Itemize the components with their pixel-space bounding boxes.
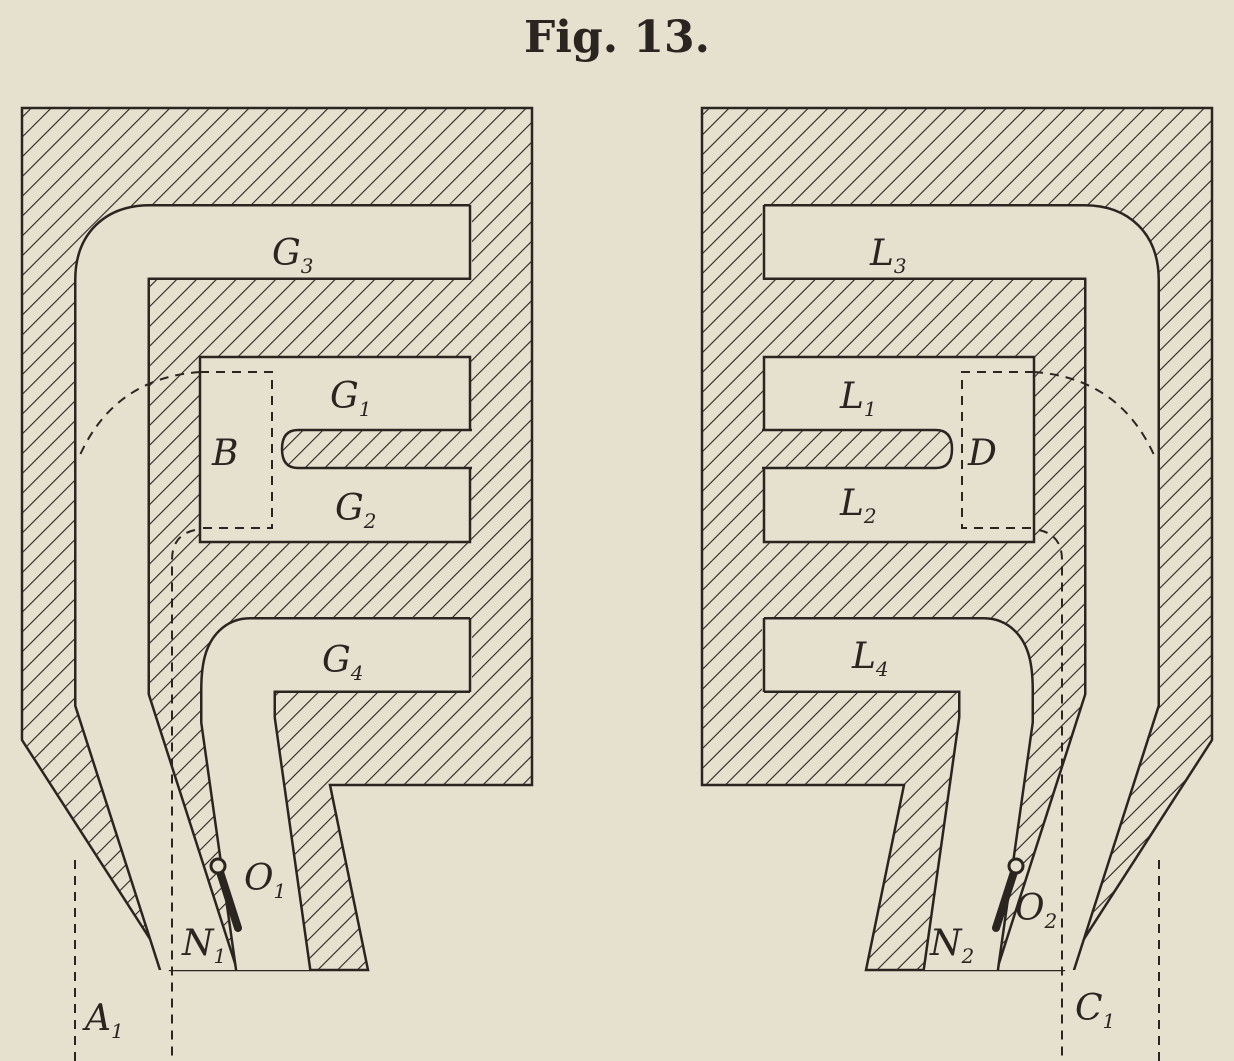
label-l1: L1 bbox=[839, 376, 877, 421]
label-d: D bbox=[967, 433, 997, 474]
label-o1: O1 bbox=[244, 858, 286, 903]
label-n2: N2 bbox=[929, 923, 974, 968]
figure-title: Fig. 13. bbox=[524, 12, 710, 63]
label-n1: N1 bbox=[181, 923, 226, 968]
label-l4: L4 bbox=[851, 636, 889, 681]
right-assembly bbox=[702, 108, 1212, 1061]
label-b: B bbox=[211, 433, 238, 474]
label-g4: G4 bbox=[322, 640, 364, 685]
label-l3: L3 bbox=[869, 233, 907, 278]
label-a1: A1 bbox=[82, 998, 124, 1043]
label-g2: G2 bbox=[335, 488, 377, 533]
label-o2: O2 bbox=[1015, 888, 1057, 933]
label-g3: G3 bbox=[272, 233, 314, 278]
label-c1: C1 bbox=[1075, 988, 1115, 1033]
label-l2: L2 bbox=[839, 483, 877, 528]
right-hatched-section bbox=[702, 108, 1212, 1061]
label-g1: G1 bbox=[330, 376, 372, 421]
